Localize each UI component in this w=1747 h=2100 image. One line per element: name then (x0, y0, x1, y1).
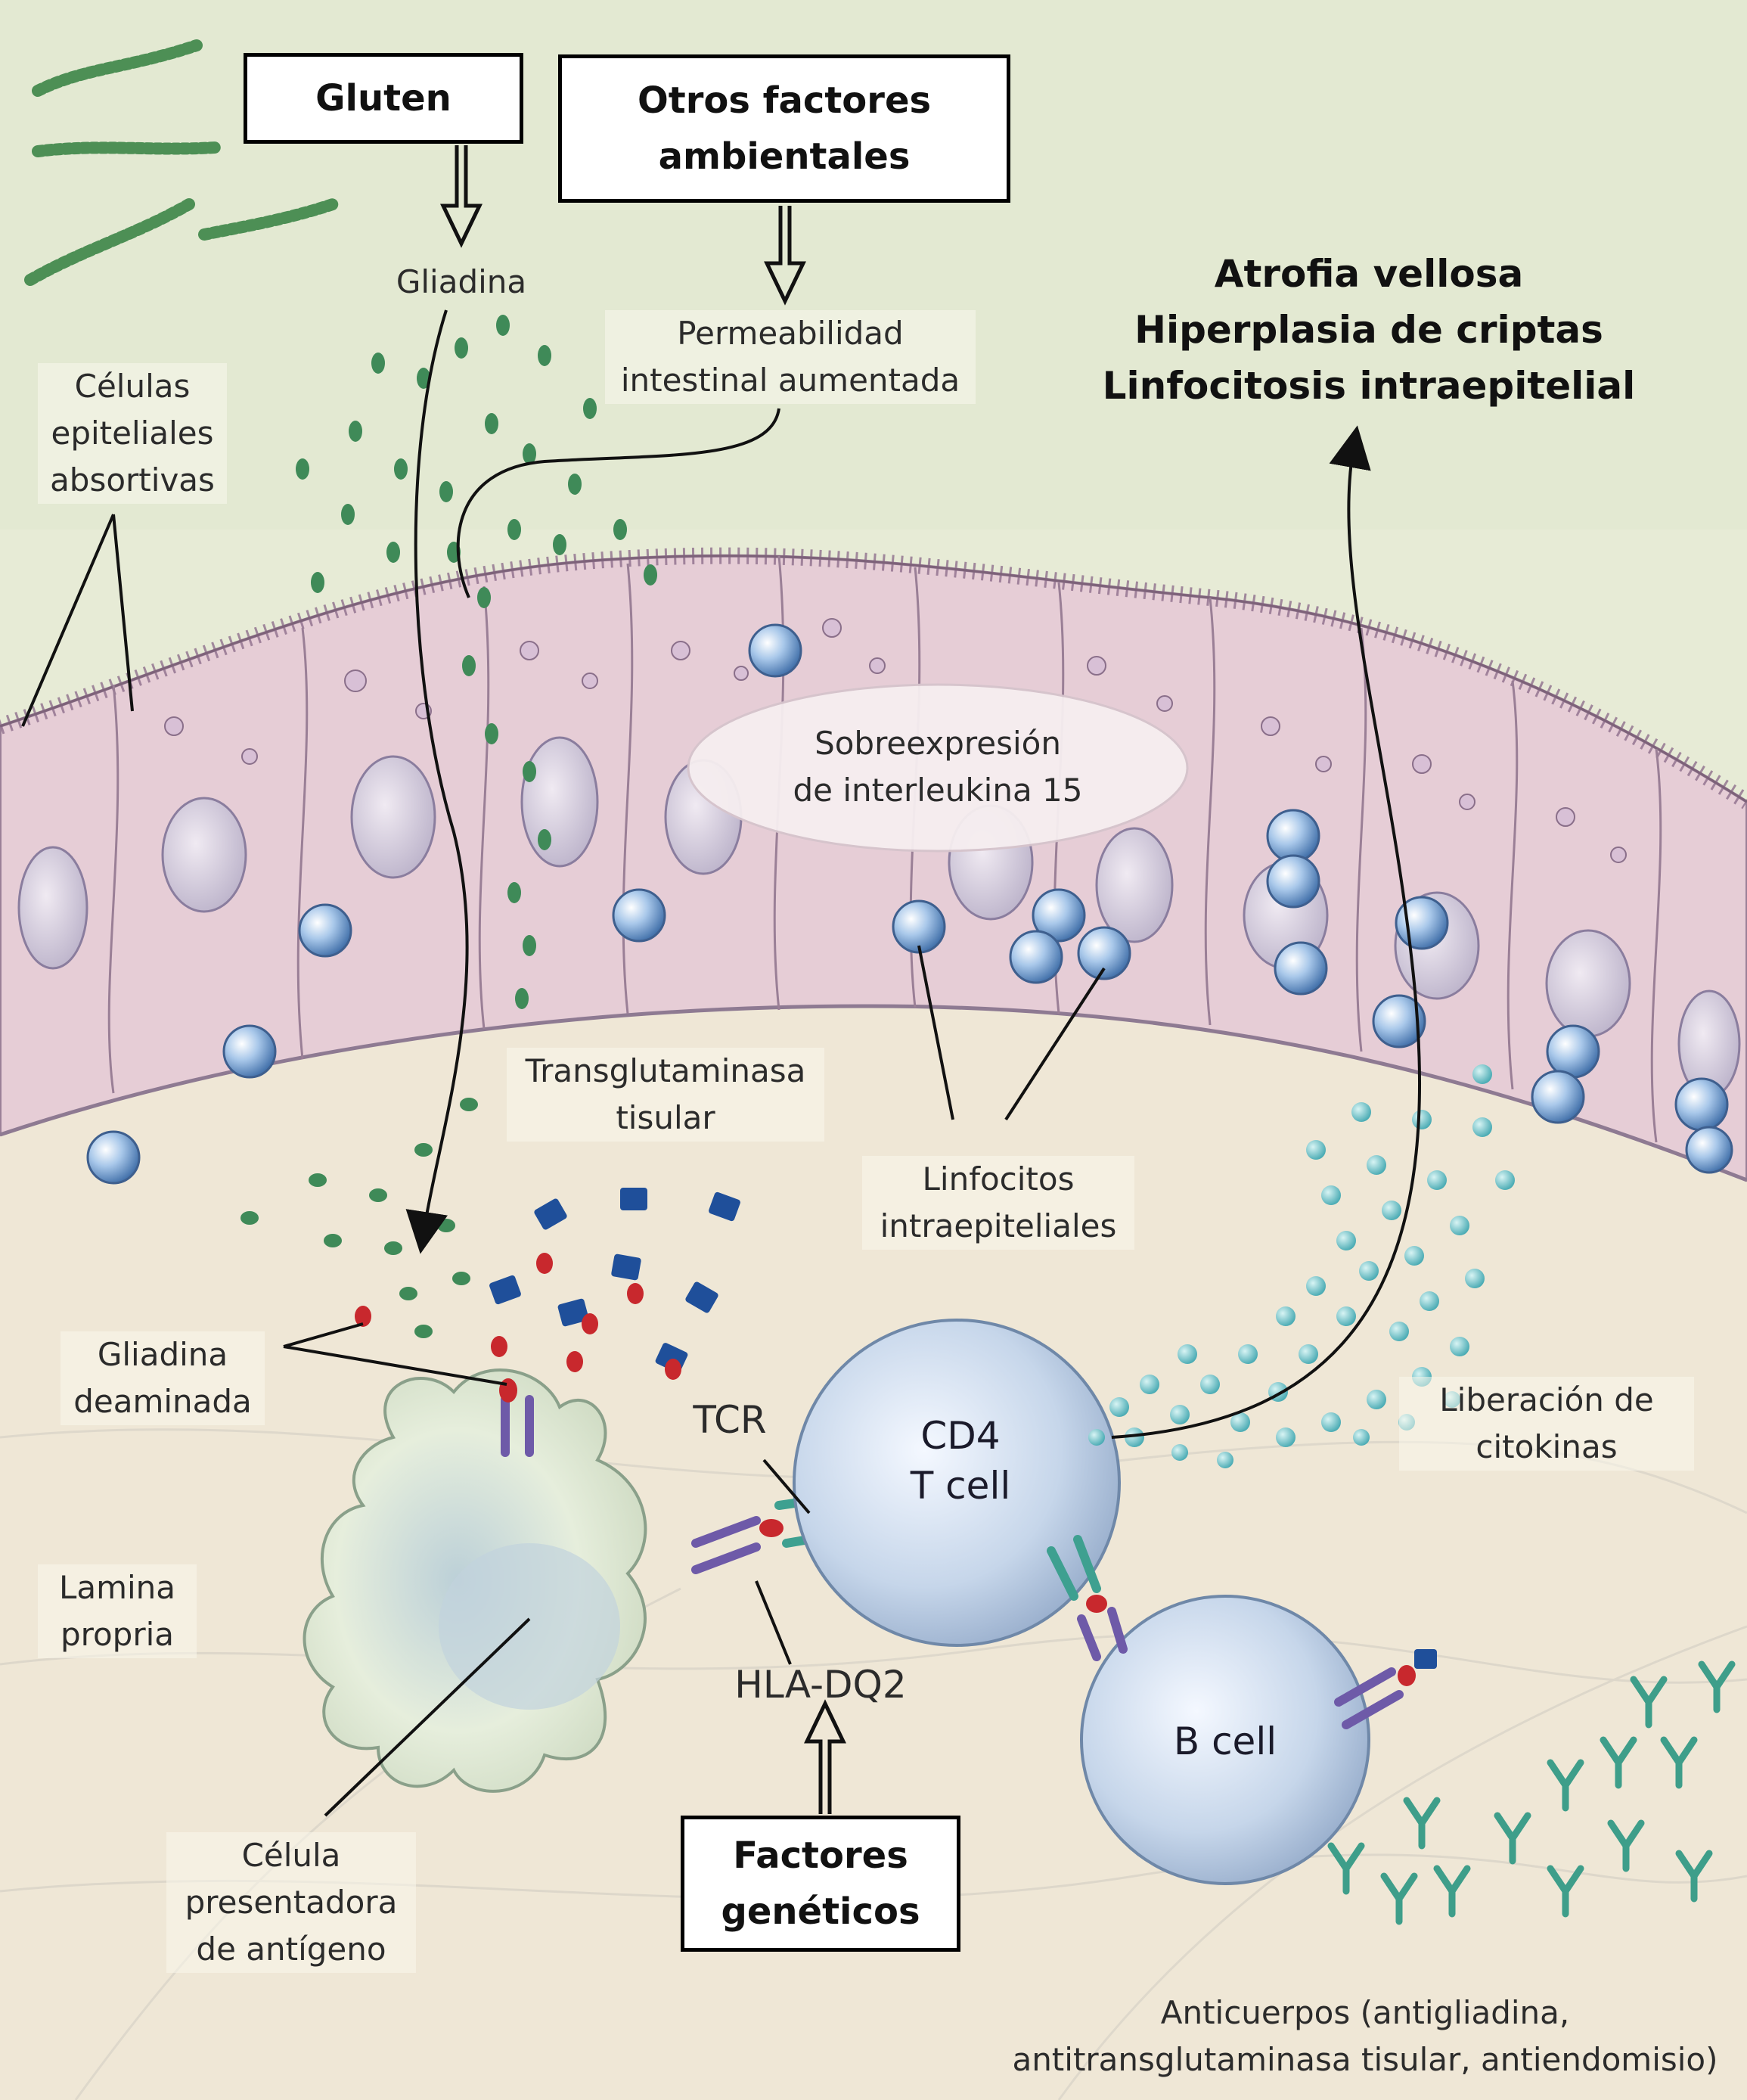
gliadina-deaminada-line1: Gliadina (97, 1336, 228, 1373)
linfocitos-label: Linfocitos intraepiteliales (862, 1156, 1134, 1250)
outcome-line3: Linfocitosis intraepitelial (1102, 364, 1636, 408)
liberacion-line1: Liberación de (1439, 1381, 1654, 1418)
gliadina-label: Gliadina (396, 263, 527, 300)
linfocitos-line1: Linfocitos (922, 1160, 1075, 1198)
outcome-line1: Atrofia vellosa (1214, 252, 1524, 296)
gliadina-deaminada-line2: deaminada (73, 1383, 252, 1420)
permeabilidad-line1: Permeabilidad (677, 315, 904, 352)
cd4-t-cell-label: CD4 T cell (862, 1411, 1059, 1511)
gliadina-deaminada-label: Gliadina deaminada (61, 1331, 265, 1425)
cd4-line1: CD4 (920, 1414, 1001, 1458)
cd4-line2: T cell (910, 1464, 1011, 1508)
liberacion-citokinas-label: Liberación de citokinas (1399, 1377, 1694, 1471)
b-cell-label: B cell (1173, 1719, 1277, 1763)
sobreexpresion-line2: de interleukina 15 (793, 772, 1083, 809)
hla-dq2-label: HLA-DQ2 (734, 1663, 907, 1707)
anticuerpos-label: Anticuerpos (antigliadina, antitransglut… (998, 1990, 1732, 2083)
transglutaminasa-label: Transglutaminasa tisular (507, 1048, 824, 1142)
factores-geneticos-line2: genéticos (721, 1890, 920, 1933)
sobreexpresion-line1: Sobreexpresión (815, 725, 1061, 762)
celulas-epiteliales-label: Células epiteliales absortivas (38, 363, 227, 504)
lamina-propria-label: Lamina propria (38, 1564, 197, 1658)
otros-factores-box: Otros factores ambientales (558, 54, 1010, 203)
otros-factores-line1: Otros factores (637, 79, 932, 122)
anticuerpos-line1: Anticuerpos (antigliadina, (1160, 1994, 1570, 2031)
celula-presentadora-line3: de antígeno (196, 1931, 386, 1968)
gluten-label: Gluten (315, 77, 451, 120)
permeabilidad-label: Permeabilidad intestinal aumentada (605, 310, 976, 404)
lamina-line2: propria (60, 1616, 175, 1653)
lamina-line1: Lamina (58, 1569, 176, 1606)
transglutaminasa-line2: tisular (616, 1099, 715, 1136)
permeabilidad-line2: intestinal aumentada (620, 362, 960, 399)
otros-factores-line2: ambientales (658, 135, 911, 178)
anticuerpos-line2: antitransglutaminasa tisular, antiendomi… (1012, 2041, 1718, 2078)
outcome-line2: Hiperplasia de criptas (1134, 308, 1603, 352)
celula-presentadora-label: Célula presentadora de antígeno (166, 1832, 416, 1973)
transglutaminasa-line1: Transglutaminasa (525, 1052, 806, 1089)
celula-presentadora-line2: presentadora (185, 1884, 398, 1921)
linfocitos-line2: intraepiteliales (880, 1207, 1117, 1244)
celulas-line1: Células (74, 368, 191, 405)
factores-geneticos-line1: Factores (733, 1834, 908, 1877)
celula-presentadora-line1: Célula (241, 1837, 341, 1874)
factores-geneticos-box: Factores genéticos (681, 1816, 960, 1952)
celulas-line3: absortivas (50, 461, 215, 499)
outcome-text: Atrofia vellosa Hiperplasia de criptas L… (1066, 246, 1671, 414)
sobreexpresion-label: Sobreexpresión de interleukina 15 (756, 720, 1119, 814)
liberacion-line2: citokinas (1475, 1428, 1618, 1465)
tcr-label: TCR (693, 1398, 767, 1442)
celulas-line2: epiteliales (51, 415, 214, 452)
gluten-box: Gluten (244, 53, 523, 144)
